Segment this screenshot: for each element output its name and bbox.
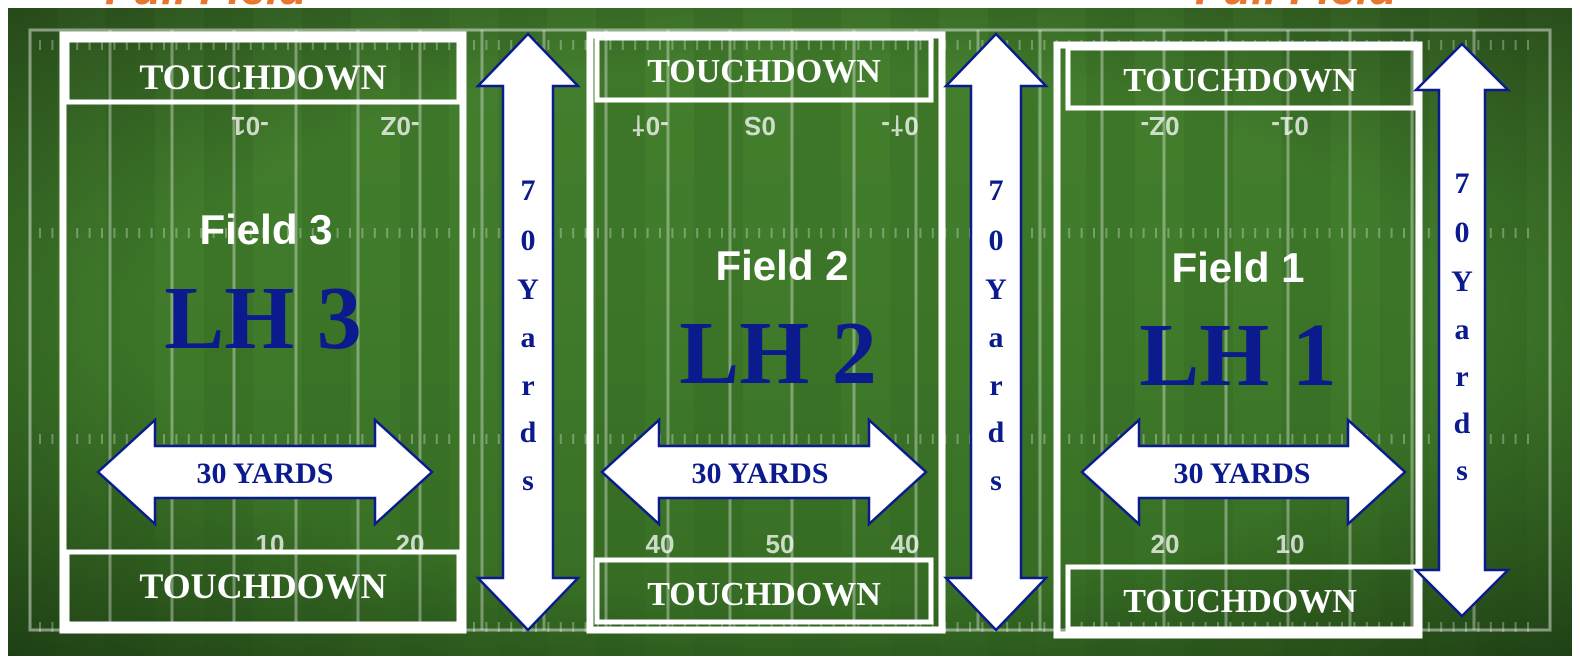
field-3-touchdown-top: TOUCHDOWN [139,57,386,97]
length-arrow-3-char-3: Y [1451,265,1473,298]
field-3-touchdown-bottom: TOUCHDOWN [139,566,386,606]
field-1-touchdown-bottom: TOUCHDOWN [1123,583,1357,620]
length-arrow-1-char-2: 0 [521,224,536,257]
yard-number-bottom-3: 40 [646,529,675,559]
field-3-width-label: 30 YARDS [197,457,334,490]
yard-number-bottom-5: 40 [891,529,920,559]
field-2-name: Field 2 [715,242,848,289]
yard-number-bottom-6: 20 [1151,529,1180,559]
field-2-touchdown-bottom: TOUCHDOWN [647,576,881,613]
field-3-label: LH 3 [164,269,362,368]
field-2-label: LH 2 [679,304,877,403]
yard-number-top-6: 0Z- [1141,111,1180,141]
field-2-width-label: 30 YARDS [692,457,829,490]
length-arrow-2-char-7: s [990,464,1002,497]
field-3-name: Field 3 [199,206,332,253]
length-arrow-2-char-3: Y [985,273,1007,306]
yard-number-top-4: 0S [744,111,776,141]
yard-number-bottom-4: 50 [766,529,795,559]
length-arrow-1-char-7: s [522,464,534,497]
length-arrow-2-char-5: r [989,369,1002,402]
yard-number-top-5: 0†- [881,111,919,141]
length-arrow-2-char-4: a [989,321,1004,354]
yard-number-top-1: -01 [231,111,269,141]
yard-number-top-2: -0Z [380,111,419,141]
field-2-touchdown-top: TOUCHDOWN [647,53,881,90]
length-arrow-1-char-5: r [521,369,534,402]
field-1-touchdown-top: TOUCHDOWN [1123,62,1357,99]
length-arrow-3-char-1: 7 [1455,167,1470,200]
length-arrow-2-char-6: d [988,416,1005,449]
length-arrow-1-char-6: d [520,416,537,449]
length-arrow-2-char-2: 0 [989,224,1004,257]
length-arrow-3-char-5: r [1455,360,1468,393]
yard-number-bottom-7: 10 [1276,529,1305,559]
yard-numbers-top: -01 -0Z -0† 0S 0†- 0Z- 01- [231,111,1309,141]
length-arrow-2-char-1: 7 [989,174,1004,207]
length-arrow-1-char-4: a [521,321,536,354]
length-arrow-3-char-6: d [1454,407,1471,440]
length-arrow-3-char-7: s [1456,454,1468,487]
field-1-width-label: 30 YARDS [1174,457,1311,490]
length-arrow-3-char-2: 0 [1455,216,1470,249]
field-1-label: LH 1 [1139,306,1337,405]
yard-number-top-7: 01- [1271,111,1309,141]
field-1-name: Field 1 [1171,244,1304,291]
yard-number-top-3: -0† [631,111,669,141]
length-arrow-1-char-1: 7 [521,174,536,207]
length-arrow-3-char-4: a [1455,313,1470,346]
length-arrow-1-char-3: Y [517,273,539,306]
